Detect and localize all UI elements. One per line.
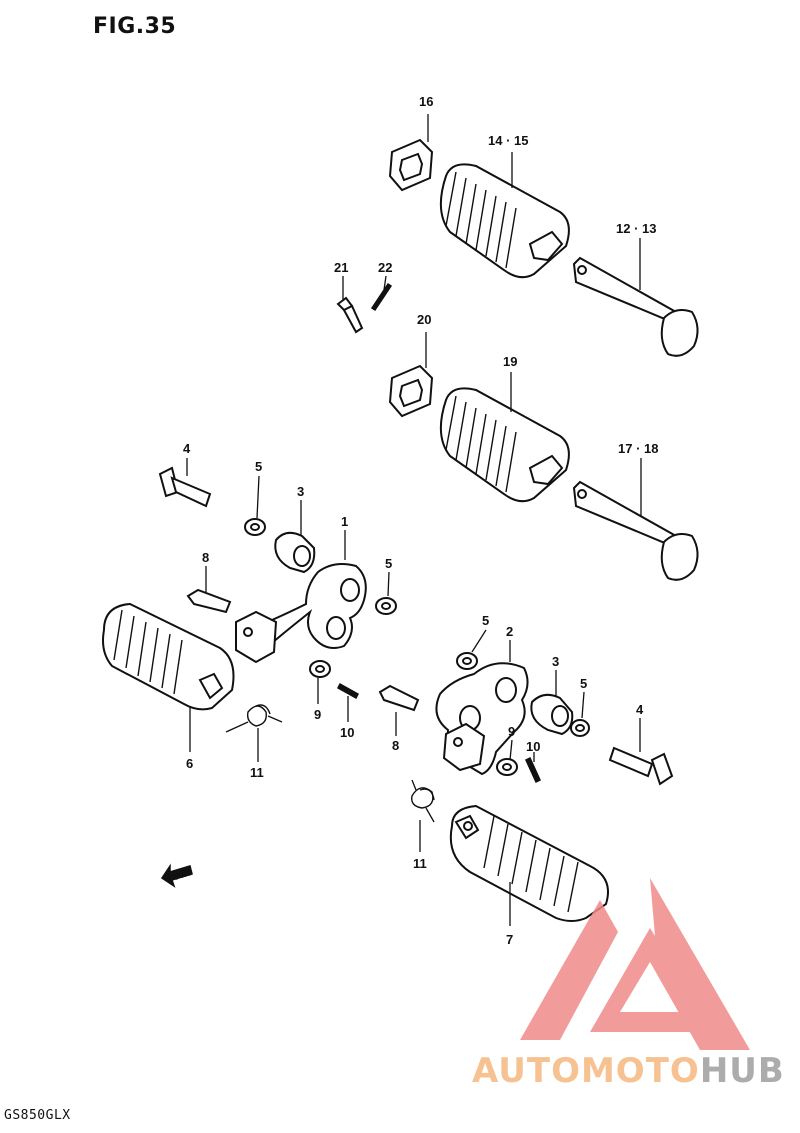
footrest-shaft-12-13 <box>572 256 699 357</box>
callout-20: 20 <box>417 312 431 327</box>
callout-10-right: 10 <box>526 739 540 754</box>
footrest-rubber-14-15 <box>439 163 570 279</box>
callout-labels: 16 14 · 15 12 · 13 21 22 20 19 17 · 18 4… <box>183 94 658 947</box>
callout-5-left-b: 5 <box>385 556 392 571</box>
washer-9-left <box>309 660 331 678</box>
footrest-bracket-1 <box>235 563 367 664</box>
callout-5-right-a: 5 <box>482 613 489 628</box>
watermark-text-automoto: AUTOMOTO <box>472 1051 700 1091</box>
watermark-text: AUTOMOTOHUB <box>472 1051 785 1091</box>
callout-8-left: 8 <box>202 550 209 565</box>
callout-16: 16 <box>419 94 433 109</box>
callout-17-18: 17 · 18 <box>618 441 658 456</box>
pin-8-left <box>186 588 232 614</box>
watermark-triangle-icon <box>590 878 750 1050</box>
leader-lines <box>186 114 642 926</box>
callout-7: 7 <box>506 932 513 947</box>
callout-1: 1 <box>341 514 348 529</box>
callout-2: 2 <box>506 624 513 639</box>
callout-8-right: 8 <box>392 738 399 753</box>
callout-11-left: 11 <box>250 765 264 780</box>
footrest-shaft-17-18 <box>572 480 699 581</box>
forward-arrow-icon <box>160 863 193 888</box>
pin-8-right <box>378 684 420 712</box>
callout-4-right: 4 <box>636 702 644 717</box>
gasket-20 <box>388 364 434 418</box>
bushing-3-right <box>530 693 574 736</box>
callout-9-left: 9 <box>314 707 321 722</box>
model-code: GS850GLX <box>4 1108 71 1123</box>
callout-5-right-b: 5 <box>580 676 587 691</box>
callout-3-left: 3 <box>297 484 304 499</box>
callout-21: 21 <box>334 260 348 275</box>
callout-6: 6 <box>186 756 193 771</box>
callout-12-13: 12 · 13 <box>616 221 656 236</box>
callout-4-left: 4 <box>183 441 191 456</box>
footrest-rubber-7 <box>449 804 609 922</box>
footrest-bracket-2 <box>435 662 529 776</box>
figure-title: FIG.35 <box>93 14 177 39</box>
bolt-21 <box>336 296 364 334</box>
washer-5-right-a <box>456 652 478 670</box>
washer-9-right <box>496 758 518 776</box>
footrest-rubber-6 <box>102 602 235 711</box>
pin-22 <box>370 282 393 312</box>
callout-5-left-a: 5 <box>255 459 262 474</box>
footrest-rubber-19 <box>439 387 570 503</box>
bolt-4-left <box>158 466 212 508</box>
gasket-16 <box>388 138 434 192</box>
bushing-3-left <box>274 531 316 574</box>
callout-9-right: 9 <box>508 724 515 739</box>
washer-5-right-b <box>570 719 590 737</box>
callout-19: 19 <box>503 354 517 369</box>
spring-pin-10-right <box>525 756 541 784</box>
callout-3-right: 3 <box>552 654 559 669</box>
watermark-logo: AUTOMOTOHUB <box>472 878 785 1091</box>
watermark-m-icon <box>520 900 618 1040</box>
callout-11-right: 11 <box>413 856 427 871</box>
spring-11-right <box>411 779 435 823</box>
callout-14-15: 14 · 15 <box>488 133 528 148</box>
watermark-text-hub: HUB <box>700 1051 785 1091</box>
callout-10-left: 10 <box>340 725 354 740</box>
spring-11-left <box>225 704 283 733</box>
callout-22: 22 <box>378 260 392 275</box>
spring-pin-10-left <box>337 682 359 700</box>
washer-5-left-b <box>375 597 397 615</box>
bolt-4-right <box>608 746 674 786</box>
washer-5-left-a <box>244 518 266 536</box>
